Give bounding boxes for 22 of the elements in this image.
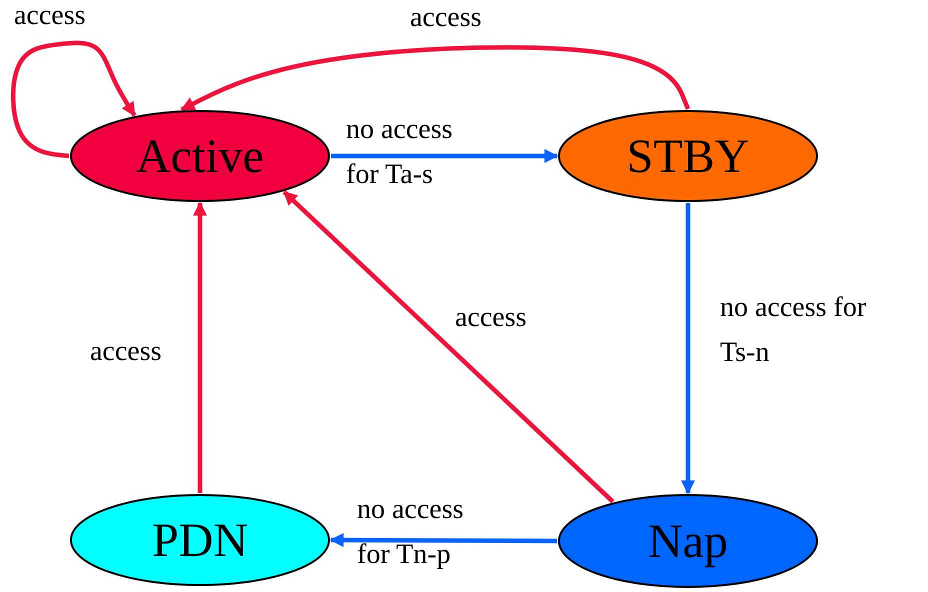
state-name: Active [136,128,264,184]
state-name: Nap [648,514,728,568]
arrow [331,149,558,163]
state-ellipse [70,494,330,586]
state-name: STBY [626,128,750,184]
arrow [330,533,557,548]
edge-label: no access for Ts-n [720,291,868,370]
arrow [193,202,207,493]
state-ellipse [558,494,818,588]
edge-label: no access for Tn-p [357,493,465,572]
arrow [10,40,136,158]
edge-label: no access for Ta-s [346,113,454,192]
edge-label: access [455,301,528,335]
state-ellipse [70,110,330,202]
edge-label: access [410,1,483,35]
edge-label: access [90,335,163,369]
edge-label: access [14,0,87,33]
arrow [180,45,690,112]
state-ellipse [558,110,818,202]
arrow [282,190,614,504]
state-name: PDN [152,512,248,568]
arrow [681,203,695,494]
